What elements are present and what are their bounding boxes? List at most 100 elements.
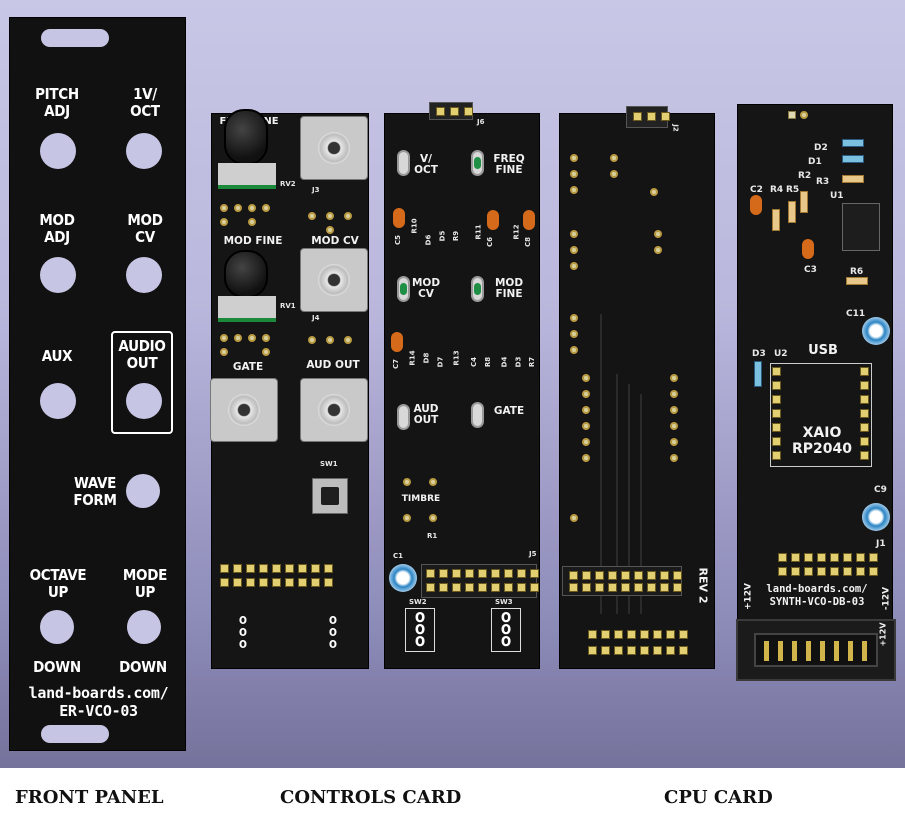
pad: [248, 204, 256, 212]
silk-c9: C9: [874, 485, 887, 495]
pad: [582, 390, 590, 398]
pad: [570, 262, 578, 270]
aux-jack-hole: [40, 383, 76, 419]
pad: [220, 218, 228, 226]
slot-pad: [397, 150, 410, 176]
cap-c3: [802, 239, 814, 259]
trace: [628, 384, 630, 614]
freq-fine-pot: [218, 109, 278, 189]
pad: [570, 186, 578, 194]
silk-d8: D8: [422, 352, 431, 364]
pad: [582, 454, 590, 462]
label-1v-oct: 1V/ OCT: [130, 85, 160, 120]
silk-mod-cv: MOD CV: [411, 277, 441, 300]
pad: [670, 454, 678, 462]
label-aux: AUX: [41, 347, 73, 365]
caption-front-panel: FRONT PANEL: [15, 787, 164, 808]
pad: [570, 170, 578, 178]
silk-r5: R5: [786, 185, 800, 195]
silk-c4: C4: [470, 356, 479, 368]
pitch-adj-hole: [40, 133, 76, 169]
silk-c3: C3: [804, 265, 817, 275]
cap-c9: [862, 503, 890, 531]
silk-timbre: TIMBRE: [401, 494, 441, 504]
cap-c1: [389, 564, 417, 592]
silk-c1: C1: [393, 552, 404, 560]
pad: [248, 218, 256, 226]
pad: [403, 514, 411, 522]
j4-jack: [300, 248, 368, 312]
silk-c2: C2: [750, 185, 763, 195]
pad: [670, 390, 678, 398]
cpu-card-front: D2 D1 R3 R2 C2 R4 R5 U1 C3 R6 C11 D3 U2 …: [736, 104, 896, 681]
pad: [220, 204, 228, 212]
caption-cpu-card: CPU CARD: [664, 787, 773, 808]
silk-r13: R13: [452, 350, 461, 366]
display-pads-left: o o o: [238, 612, 248, 652]
slot-pad-green: [397, 276, 410, 302]
pad: [570, 514, 578, 522]
silk-brand: land-boards.com/ SYNTH-VCO-DB-03: [766, 583, 868, 608]
pad: [326, 336, 334, 344]
slot-pad: [397, 404, 410, 430]
pad: [654, 230, 662, 238]
cpu-card-back: J2 REV 2: [559, 106, 715, 669]
pad: [582, 406, 590, 414]
silk-v-oct: V/ OCT: [414, 153, 438, 176]
slot-pad-green: [471, 276, 484, 302]
silk-xaio-rp2040: XAIO RP2040: [791, 425, 852, 457]
1v-oct-jack-hole: [126, 133, 162, 169]
silk-r3: R3: [816, 177, 830, 187]
silk-d1: D1: [808, 157, 822, 167]
ribbon-header-back: [562, 566, 682, 596]
j5-connector: [421, 564, 539, 598]
silk-aud-out: AUD OUT: [413, 403, 439, 426]
silk-d5: D5: [438, 230, 447, 242]
j2-connector: [626, 106, 670, 128]
silk-gate: GATE: [493, 405, 525, 417]
pad: [344, 212, 352, 220]
silk-j3: J3: [312, 186, 320, 194]
label-mode-up: MODE UP: [122, 566, 168, 601]
silk-rv2: RV2: [280, 180, 296, 188]
silk-d4: D4: [500, 356, 509, 368]
diode-d2: [842, 139, 864, 147]
cap-c7: [391, 332, 403, 352]
header-row-1: [220, 564, 333, 573]
silk-r1: R1: [427, 532, 438, 540]
octave-display-hole: [40, 610, 74, 644]
silk-mod-cv: MOD CV: [311, 235, 359, 247]
label-audio-out: AUDIO OUT: [118, 337, 166, 372]
pad: [570, 154, 578, 162]
silk-sw2: SW2: [409, 598, 427, 606]
silk-c6: C6: [486, 236, 495, 248]
ic-u1: [842, 203, 880, 251]
silk-rev-2: REV 2: [696, 567, 710, 604]
diode-d1: [842, 155, 864, 163]
silk-j2: J2: [671, 124, 680, 132]
label-down-left: DOWN: [33, 658, 81, 676]
pad: [670, 422, 678, 430]
xaio-module-outline: [770, 363, 872, 467]
pad: [582, 422, 590, 430]
resistor-r5: [788, 201, 796, 223]
pad-row-2: [588, 646, 688, 655]
cap-c6: [487, 210, 499, 230]
label-octave-up: OCTAVE UP: [29, 566, 87, 601]
pad: [582, 374, 590, 382]
silk-mod-fine: MOD FINE: [223, 235, 283, 247]
pad: [800, 111, 808, 119]
pad: [262, 204, 270, 212]
wave-form-button-hole: [126, 474, 160, 508]
resistor-r2: [800, 191, 808, 213]
mod-adj-hole: [40, 257, 76, 293]
pad: [403, 478, 411, 486]
silk-c7: C7: [392, 358, 401, 370]
silk-r12: R12: [512, 224, 521, 240]
silk-r11: R11: [474, 224, 483, 240]
resistor-r4: [772, 209, 780, 231]
silk-c8: C8: [524, 236, 533, 248]
pad: [670, 374, 678, 382]
silk-aud-out: AUD OUT: [306, 359, 360, 371]
silk-r9: R9: [452, 230, 461, 242]
